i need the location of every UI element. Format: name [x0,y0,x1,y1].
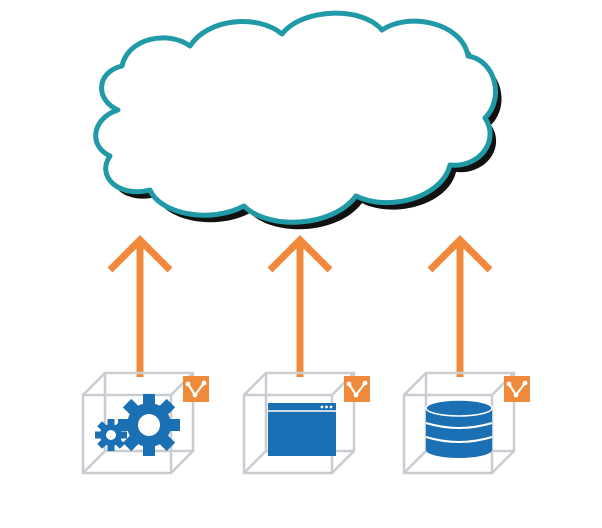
gears-icon [95,394,180,456]
node-app-window [242,371,370,475]
arrow-middle [267,235,333,377]
connection-badge-icon [183,376,209,402]
connection-badge-icon [344,376,370,402]
node-database [402,371,530,475]
database-icon [425,399,493,458]
cloud [96,13,502,230]
connection-badge-icon [504,376,530,402]
app-window-icon [268,403,336,456]
arrow-left [107,235,173,377]
arrow-right [427,235,493,377]
node-gears [81,371,209,475]
